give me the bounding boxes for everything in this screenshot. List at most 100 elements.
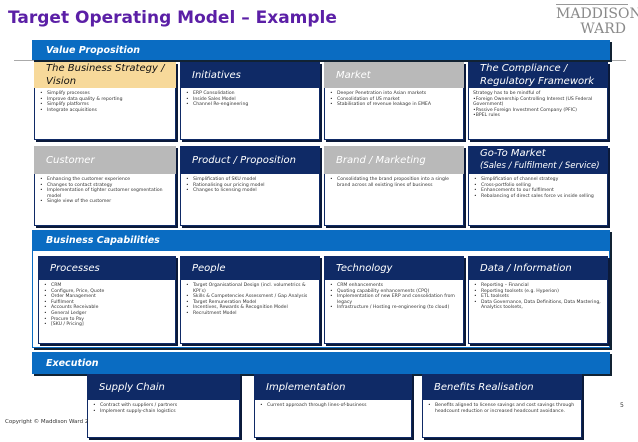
card-title: Initiatives (192, 69, 241, 81)
card-list: Reporting – FinancialReporting toolsets … (473, 283, 603, 311)
list-item: CRM enhancements (329, 283, 459, 289)
card-list: Simplify processesImprove data quality &… (39, 91, 171, 113)
section-business-capabilities: Business Capabilities (32, 230, 610, 250)
page-title: Target Operating Model – Example (8, 8, 337, 28)
list-item: ETL toolsets (473, 294, 603, 300)
logo-line2: WARD (580, 21, 626, 37)
logo: MADDISON WARD (556, 4, 638, 37)
card-list: Deeper Penetration into Asian marketsCon… (329, 91, 459, 108)
card-processes: ProcessesCRMConfigure, Price, QuoteOrder… (38, 256, 176, 344)
card-benefits: Benefits RealisationBenefits aligned to … (422, 374, 582, 438)
card-data: Data / InformationReporting – FinancialR… (468, 256, 608, 344)
card-header: Market (324, 62, 464, 88)
card-title: The Compliance / (480, 63, 568, 74)
card-body: Benefits aligned to license savings and … (422, 400, 582, 438)
card-title: Processes (50, 262, 100, 274)
list-item: Configure, Price, Quote (43, 289, 171, 295)
list-item: Cross-portfolio selling (473, 183, 603, 189)
card-brand: Brand / MarketingConsolidating the brand… (324, 146, 464, 226)
list-item: Current approach through lines-of-busine… (259, 403, 407, 409)
logo-line1: MADDISON (556, 4, 638, 22)
list-item: Implement supply-chain logistics (92, 409, 235, 415)
card-body: Deeper Penetration into Asian marketsCon… (324, 88, 464, 140)
card-title: Benefits Realisation (434, 381, 534, 393)
card-list: Current approach through lines-of-busine… (259, 403, 407, 409)
card-list: Benefits aligned to license savings and … (427, 403, 577, 414)
card-header: The Compliance / Regulatory Framework (468, 62, 608, 88)
card-header: Data / Information (468, 256, 608, 280)
card-subtitle: Vision (46, 76, 77, 87)
list-item: Strategy has to be mindful of (473, 91, 541, 96)
list-item: Inside Sales Model (185, 97, 315, 103)
card-body: Enhancing the customer experienceChanges… (34, 174, 176, 226)
card-header: Go-To Market (Sales / Fulfilment / Servic… (468, 146, 608, 174)
card-body: Consolidating the brand proposition into… (324, 174, 464, 226)
list-item: Changes to licensing model (185, 188, 315, 194)
list-item: Recruitment Model (185, 311, 315, 317)
card-title: Supply Chain (99, 381, 165, 393)
card-title: Data / Information (480, 262, 572, 274)
list-item: Simplification of channel strategy (473, 177, 603, 183)
list-item: Consolidation of US market (329, 97, 459, 103)
list-item: Procure to Pay (43, 317, 171, 323)
list-item: Channel Re-engineering (185, 102, 315, 108)
card-header: Supply Chain (87, 374, 240, 400)
card-supply: Supply ChainContract with suppliers / pa… (87, 374, 240, 438)
list-item: •Foreign Ownership Controlling Interest … (473, 96, 593, 108)
list-item: •Passive Foreign Investment Company (PFI… (473, 107, 577, 113)
card-body: CRMConfigure, Price, QuoteOrder Manageme… (38, 280, 176, 344)
page-number: 5 (620, 402, 624, 409)
list-item: Infrastructure / Hosting re-engineering … (329, 305, 459, 311)
card-list: Target Organisational Design (incl. volu… (185, 283, 315, 317)
card-header: Customer (34, 146, 176, 174)
card-customer: CustomerEnhancing the customer experienc… (34, 146, 176, 226)
list-item: Skills & Competencies Assessment / Gap A… (185, 294, 315, 300)
card-list: Consolidating the brand proposition into… (329, 177, 459, 188)
card-product: Product / PropositionSimplification of S… (180, 146, 320, 226)
card-list: Simplification of SKU modelRationalising… (185, 177, 315, 194)
card-body: Target Organisational Design (incl. volu… (180, 280, 320, 344)
card-header: Benefits Realisation (422, 374, 582, 400)
list-item: CRM (43, 283, 171, 289)
card-header: Implementation (254, 374, 412, 400)
card-body: Reporting – FinancialReporting toolsets … (468, 280, 608, 344)
card-title: Product / Proposition (192, 154, 296, 166)
card-list: CRM enhancementsQuoting capability enhan… (329, 283, 459, 311)
list-item: Enhancements to our fulfilment (473, 188, 603, 194)
list-item: Fulfilment (43, 300, 171, 306)
card-market: MarketDeeper Penetration into Asian mark… (324, 62, 464, 140)
list-item: Rebalancing of direct sales force vs ins… (473, 194, 603, 200)
card-title: Go-To Market (480, 148, 546, 159)
list-item: Reporting – Financial (473, 283, 603, 289)
card-title: Implementation (266, 381, 346, 393)
list-item: Integrate acquisitions (39, 108, 171, 114)
card-title: Market (336, 69, 371, 81)
card-header: Brand / Marketing (324, 146, 464, 174)
list-item: •BPEL rules (473, 113, 500, 119)
card-list: Simplification of channel strategyCross-… (473, 177, 603, 199)
list-item: Simplify processes (39, 91, 171, 97)
list-item: Rationalising our pricing model (185, 183, 315, 189)
divider (14, 60, 626, 61)
card-list: Strategy has to be mindful of•Foreign Ow… (473, 91, 603, 119)
card-title: People (192, 262, 226, 274)
list-item: Order Management (43, 294, 171, 300)
card-header: Initiatives (180, 62, 320, 88)
card-implementation: ImplementationCurrent approach through l… (254, 374, 412, 438)
list-item: Implementation of tighter customer segme… (39, 188, 171, 199)
list-item: Simplification of SKU model (185, 177, 315, 183)
card-body: Current approach through lines-of-busine… (254, 400, 412, 438)
list-item: Implementation of new ERP and consolidat… (329, 294, 459, 305)
card-list: ERP ConsolidationInside Sales ModelChann… (185, 91, 315, 108)
card-body: Contract with suppliers / partnersImplem… (87, 400, 240, 438)
card-people: PeopleTarget Organisational Design (incl… (180, 256, 320, 344)
card-body: Simplify processesImprove data quality &… (34, 88, 176, 140)
card-list: Contract with suppliers / partnersImplem… (92, 403, 235, 414)
list-item: Data Governance, Data Definitions, Data … (473, 300, 603, 311)
card-technology: TechnologyCRM enhancementsQuoting capabi… (324, 256, 464, 344)
card-subtitle: Regulatory Framework (480, 76, 595, 87)
card-subtitle: (Sales / Fulfilment / Service) (480, 161, 600, 171)
list-item: Changes to contact strategy (39, 183, 171, 189)
card-body: Simplification of SKU modelRationalising… (180, 174, 320, 226)
